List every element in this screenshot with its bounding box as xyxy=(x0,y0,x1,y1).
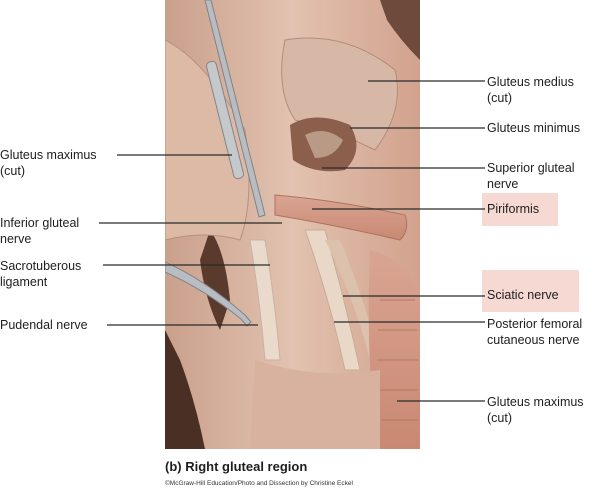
label-gluteus-maximus-right: Gluteus maximus (cut) xyxy=(487,395,584,425)
label-pudendal-nerve: Pudendal nerve xyxy=(0,318,88,332)
label-gluteus-minimus: Gluteus minimus xyxy=(487,121,581,135)
figure-caption: (b) Right gluteal region xyxy=(165,459,308,474)
label-posterior-femoral-cutaneous-nerve: Posterior femoral cutaneous nerve xyxy=(487,317,583,347)
dissection-photo xyxy=(165,0,420,449)
photo-credit: ©McGraw-Hill Education/Photo and Dissect… xyxy=(165,480,353,487)
label-piriformis: Piriformis xyxy=(487,202,540,216)
label-gluteus-maximus-left: Gluteus maximus (cut) xyxy=(0,148,97,178)
label-gluteus-medius: Gluteus medius (cut) xyxy=(487,75,574,105)
label-sciatic-nerve: Sciatic nerve xyxy=(487,288,559,302)
label-inferior-gluteal-nerve: Inferior gluteal nerve xyxy=(0,216,80,246)
label-superior-gluteal-nerve: Superior gluteal nerve xyxy=(487,161,575,191)
sciatic-nerve-highlight xyxy=(482,270,579,312)
label-sacrotuberous-ligament: Sacrotuberous ligament xyxy=(0,259,82,289)
piriformis-highlight xyxy=(482,193,558,226)
